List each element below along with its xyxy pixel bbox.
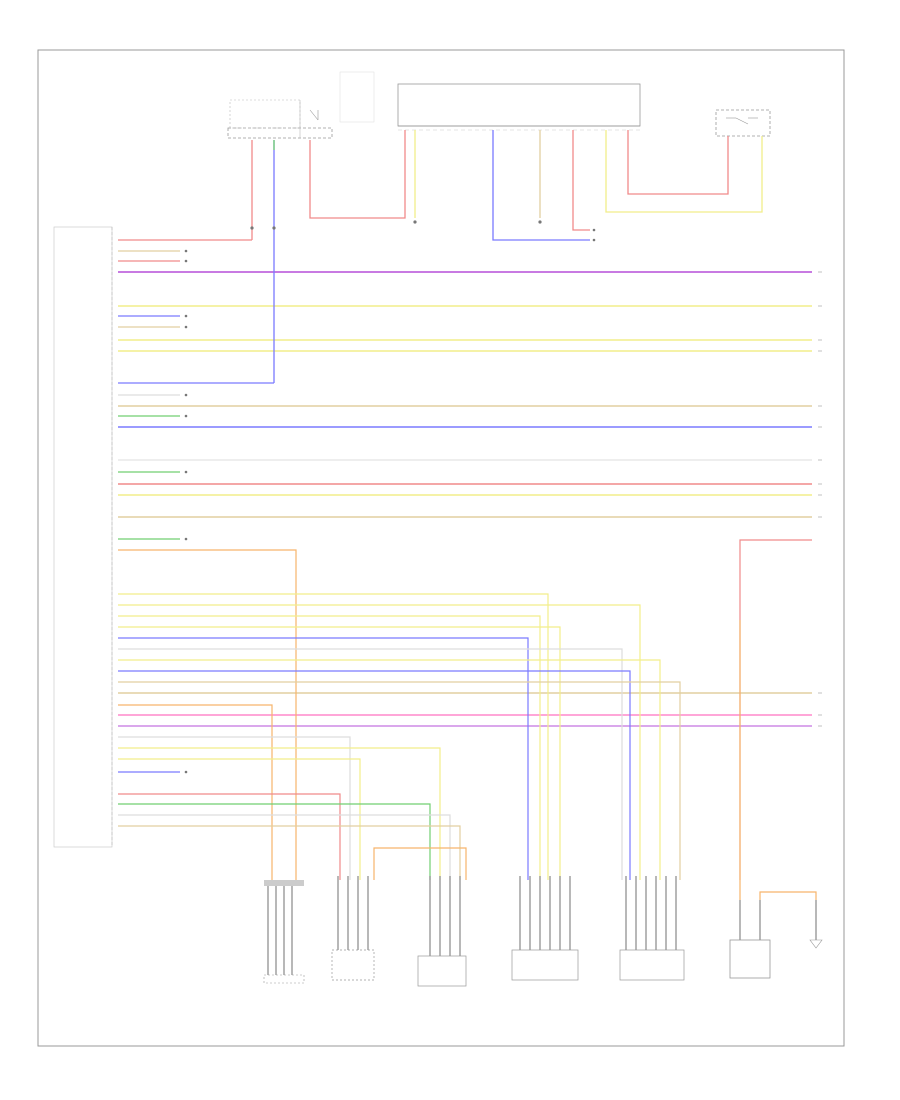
bottom-right-relay bbox=[729, 900, 823, 979]
short-wire-stubs bbox=[118, 239, 274, 773]
top-left-module bbox=[227, 71, 375, 139]
top-center-module bbox=[397, 83, 641, 131]
bottom-sensor-1 bbox=[263, 880, 305, 984]
splice-dots bbox=[184, 220, 596, 774]
bottom-sensor-2 bbox=[331, 876, 375, 981]
ecm-connector-block bbox=[53, 226, 113, 848]
horizontal-wires bbox=[118, 271, 812, 727]
wire-end-ticks bbox=[818, 271, 822, 727]
bottom-sensor-5 bbox=[619, 876, 685, 981]
sensor-bundle-wires bbox=[118, 539, 817, 900]
diagram-frame bbox=[37, 49, 845, 1047]
bottom-sensor-3 bbox=[417, 876, 467, 987]
top-routed-wires bbox=[251, 130, 763, 383]
top-right-module bbox=[715, 109, 771, 137]
bottom-sensor-4 bbox=[511, 876, 579, 981]
